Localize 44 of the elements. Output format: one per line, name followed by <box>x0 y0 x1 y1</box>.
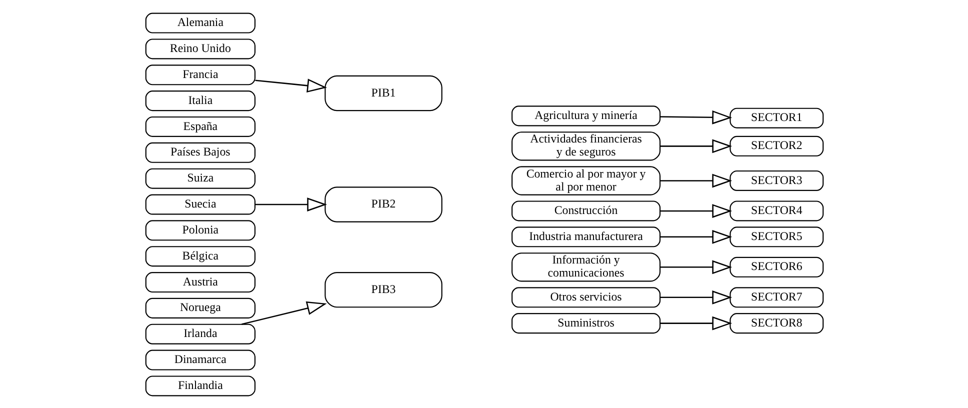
node-box: PIB2 <box>324 186 442 222</box>
node-box: Italia <box>144 90 256 111</box>
node-box: Actividades financieras y de seguros <box>511 131 660 160</box>
arrow <box>660 260 732 274</box>
node-box: Bélgica <box>144 246 256 266</box>
arrow <box>660 138 732 153</box>
node-box: SECTOR6 <box>729 256 824 277</box>
node-box: SECTOR3 <box>729 170 824 190</box>
node-box: SECTOR4 <box>729 200 824 221</box>
node-box: Finlandia <box>144 375 256 396</box>
node-box: Suecia <box>144 194 256 214</box>
node-box: Austria <box>144 272 256 292</box>
arrow <box>254 197 327 211</box>
node-box: Francia <box>144 64 256 85</box>
node-box: Construcción <box>511 200 660 221</box>
node-box: SECTOR1 <box>729 107 824 128</box>
node-box: Dinamarca <box>144 349 256 370</box>
node-box: Reino Unido <box>144 38 256 59</box>
arrow <box>254 78 327 92</box>
arrow <box>660 229 732 244</box>
node-box: SECTOR7 <box>729 286 824 308</box>
arrow <box>660 290 732 304</box>
node-box: Países Bajos <box>144 142 256 162</box>
node-box: Comercio al por mayor y al por menor <box>511 166 660 195</box>
node-box: Otros servicios <box>511 286 660 308</box>
node-box: Alemania <box>144 12 256 33</box>
node-box: Polonia <box>144 220 256 240</box>
node-box: Noruega <box>144 297 256 318</box>
node-box: PIB1 <box>324 74 442 111</box>
node-box: España <box>144 116 256 136</box>
node-box: Suiza <box>144 168 256 188</box>
arrow <box>660 316 732 330</box>
node-box: Agricultura y minería <box>511 105 660 126</box>
node-box: Irlanda <box>144 323 256 344</box>
node-box: SECTOR5 <box>729 226 824 247</box>
arrow <box>660 110 732 124</box>
node-box: Industria manufacturera <box>511 226 660 247</box>
node-box: SECTOR8 <box>729 312 824 334</box>
node-box: Suministros <box>511 312 660 334</box>
arrow <box>660 204 732 218</box>
node-box: SECTOR2 <box>729 135 824 156</box>
arrow <box>660 173 732 188</box>
node-box: PIB3 <box>324 272 442 308</box>
node-box: Información y comunicaciones <box>511 252 660 282</box>
